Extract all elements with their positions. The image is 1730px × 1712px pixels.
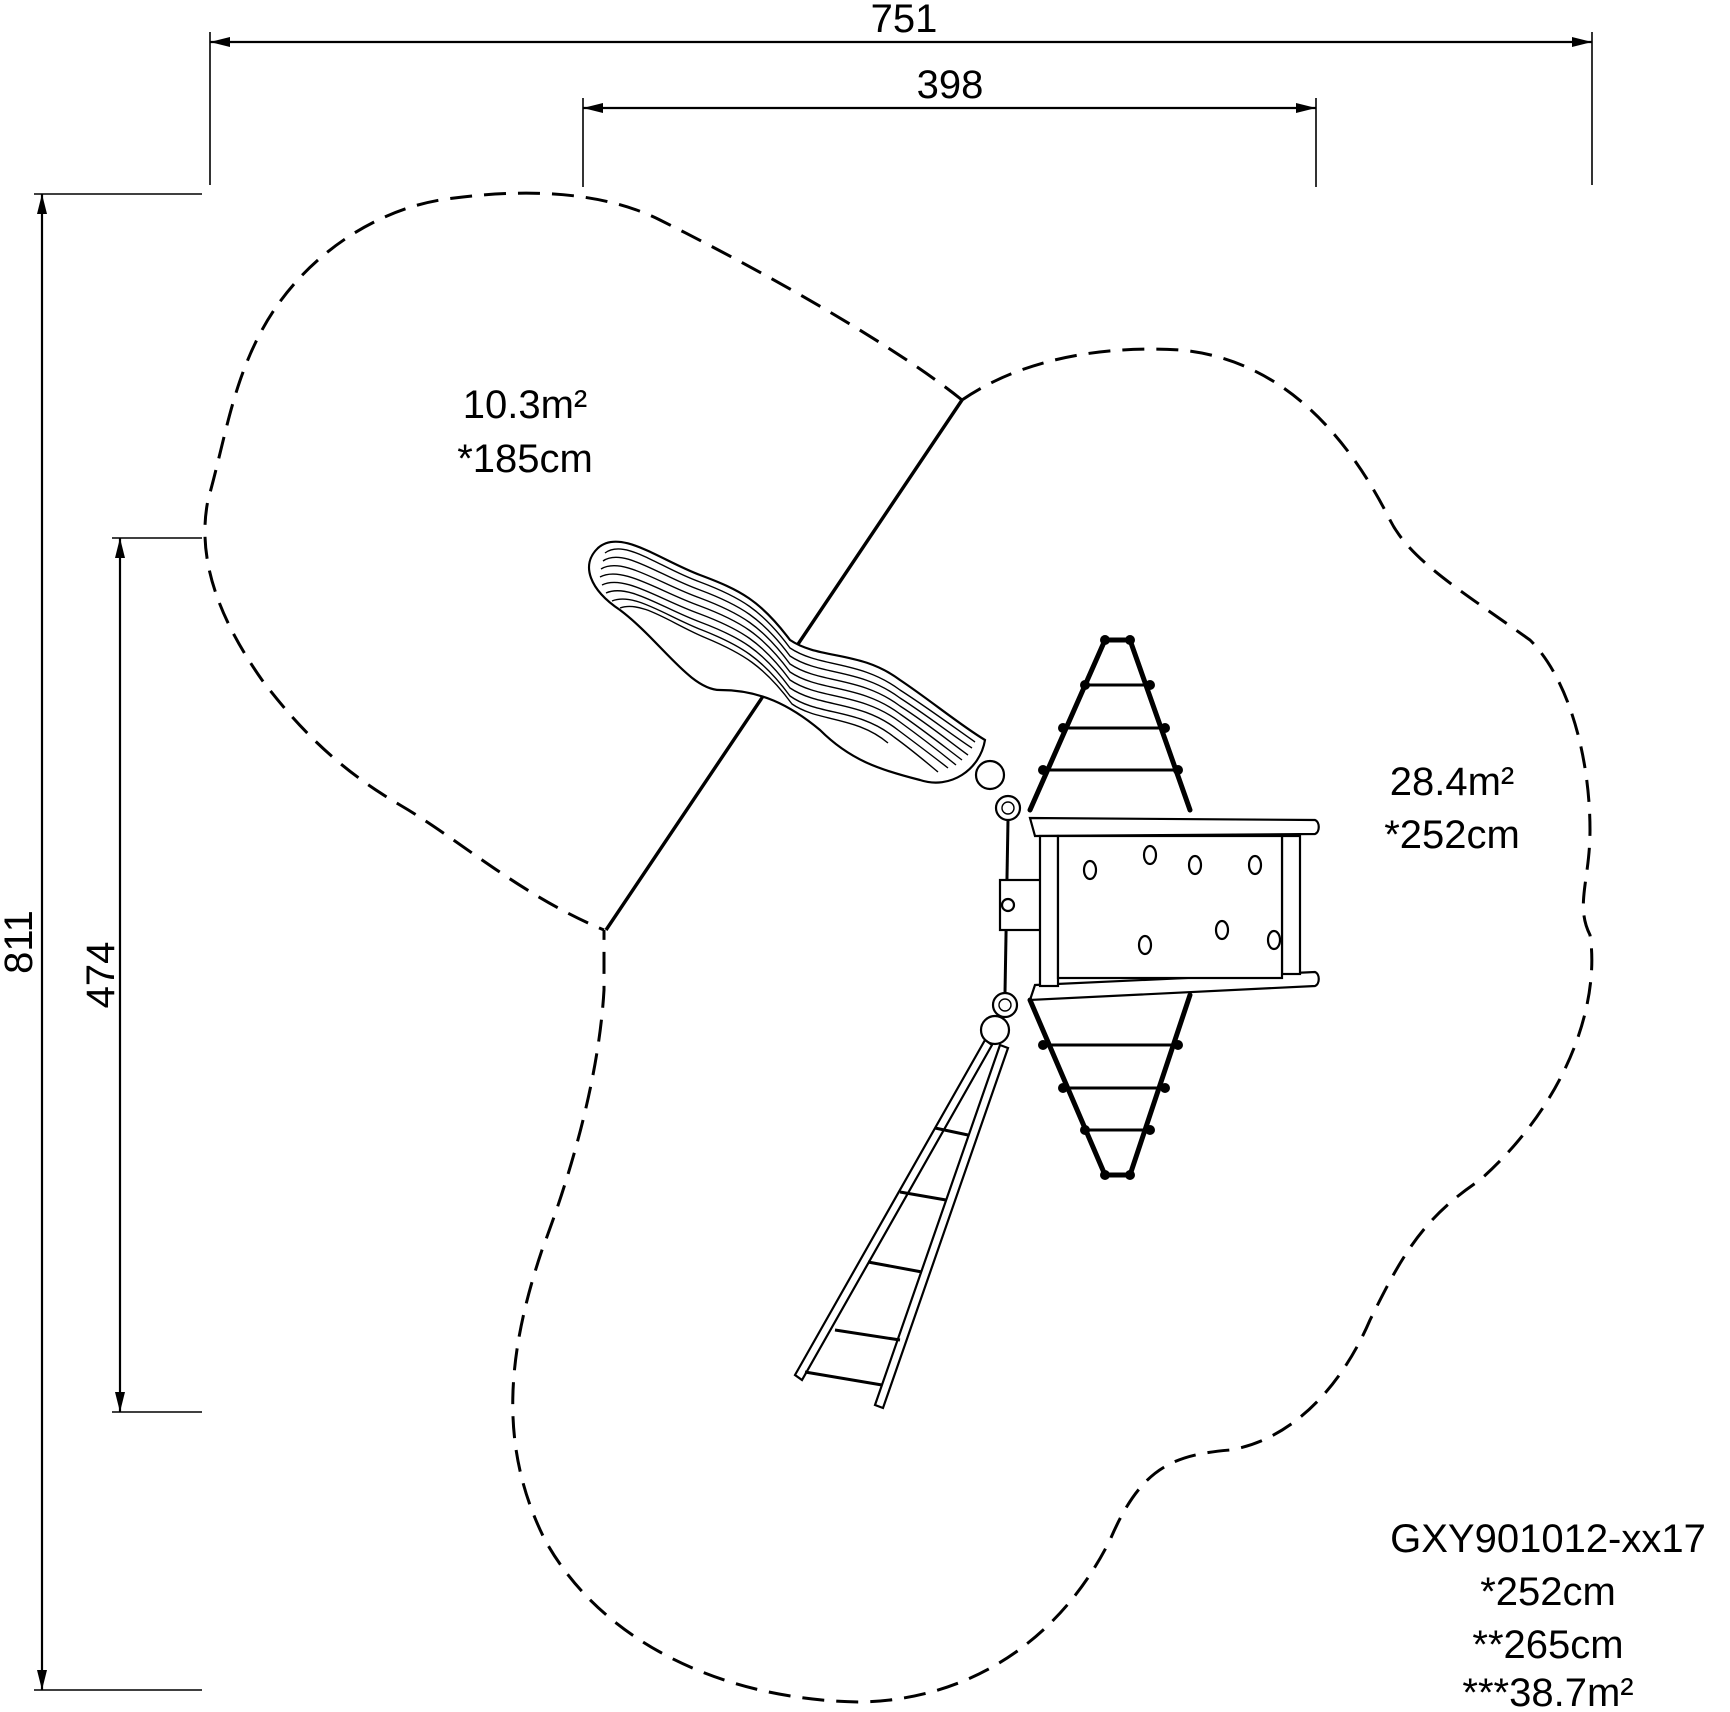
left-zone-area: 10.3m² bbox=[463, 383, 588, 427]
right-zone-area: 28.4m² bbox=[1390, 760, 1515, 804]
product-height-2: **265cm bbox=[1472, 1623, 1623, 1667]
product-code: GXY901012-xx17 bbox=[1390, 1517, 1706, 1561]
safety-zone-left bbox=[203, 191, 963, 932]
post-connectors bbox=[974, 759, 1047, 1046]
wavy-slide bbox=[588, 540, 987, 784]
rope-net-upper bbox=[1027, 635, 1193, 813]
inner-width-label: 398 bbox=[917, 63, 984, 107]
left-zone-fall-height: *185cm bbox=[457, 437, 593, 481]
overall-width-label: 751 bbox=[871, 0, 938, 41]
dimension-overall-width: 751 bbox=[209, 0, 1593, 185]
product-height-1: *252cm bbox=[1480, 1570, 1616, 1614]
climbing-wall-platform bbox=[1028, 816, 1320, 1002]
dimension-inner-height: 474 bbox=[79, 537, 202, 1413]
dimension-inner-width: 398 bbox=[582, 63, 1317, 187]
rope-net-lower bbox=[1027, 992, 1193, 1180]
right-zone-fall-height: *252cm bbox=[1384, 813, 1520, 857]
product-total-area: ***38.7m² bbox=[1462, 1671, 1633, 1712]
ladder bbox=[793, 1038, 1010, 1410]
safety-zone-right bbox=[511, 347, 1594, 1704]
dimension-overall-height: 811 bbox=[0, 193, 202, 1691]
overall-height-label: 811 bbox=[0, 910, 41, 974]
inner-height-label: 474 bbox=[79, 942, 123, 1009]
